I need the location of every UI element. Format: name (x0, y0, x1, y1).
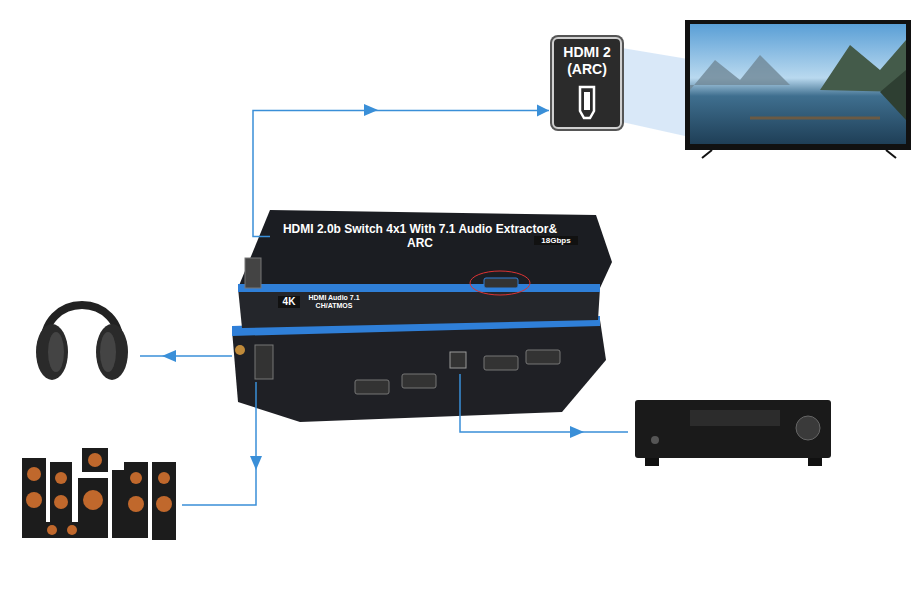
hdmi-port-icon (572, 85, 602, 121)
signal-wires (140, 356, 628, 505)
device-title: HDMI 2.0b Switch 4x1 With 7.1 Audio Extr… (270, 220, 570, 253)
speakers (22, 448, 176, 540)
tv (685, 20, 911, 158)
port-label: HDMI 2 (ARC) (552, 37, 622, 129)
receiver (635, 400, 831, 466)
arrowheads (162, 104, 584, 470)
device-badge: HDMI Audio 7.1 CH/ATMOS (305, 294, 363, 310)
headphones (36, 305, 128, 380)
hdmi-cable (253, 105, 549, 237)
device-badge: 4K (278, 296, 300, 308)
device-badge: 18Gbps (534, 236, 578, 245)
node-text: HDMI 2 (ARC) (556, 44, 618, 78)
hdmi-switch (232, 210, 612, 422)
node-text: HDMI 2.0b Switch 4x1 With 7.1 Audio Extr… (274, 222, 566, 251)
beam (622, 48, 694, 138)
